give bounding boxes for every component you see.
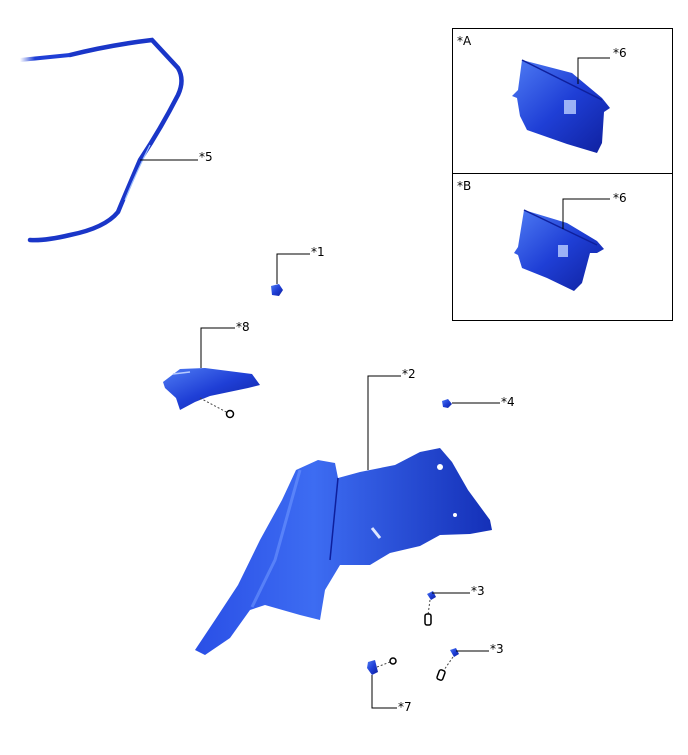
callout-5: *5 [199, 150, 213, 164]
clip-screw-part-3b [436, 648, 459, 681]
weatherstrip-part [19, 37, 184, 243]
inset-a-label: *A [457, 34, 472, 48]
callout-6a: *6 [613, 46, 627, 60]
quarter-trim-panel-part-2 [195, 448, 492, 655]
leader-lines [140, 159, 500, 709]
bracket-part-7 [367, 657, 397, 675]
side-trim-part-6b [514, 209, 604, 291]
clip-part-1 [271, 284, 283, 296]
side-trim-part-6a [512, 59, 610, 153]
callout-4: *4 [501, 395, 515, 409]
callout-1: *1 [311, 245, 325, 259]
clip-screw-part-3a [424, 591, 436, 626]
inset-b-label: *B [457, 179, 472, 193]
callout-3b: *3 [490, 642, 504, 656]
inset-variant-a: *A *6 [452, 28, 673, 174]
clip-part-4 [442, 399, 452, 408]
inset-variant-b: *B *6 [452, 173, 673, 321]
cover-part-8 [163, 368, 260, 419]
callout-7: *7 [398, 700, 412, 714]
callout-8: *8 [236, 320, 250, 334]
callout-3a: *3 [471, 584, 485, 598]
callout-2: *2 [402, 367, 416, 381]
callout-6b: *6 [613, 191, 627, 205]
